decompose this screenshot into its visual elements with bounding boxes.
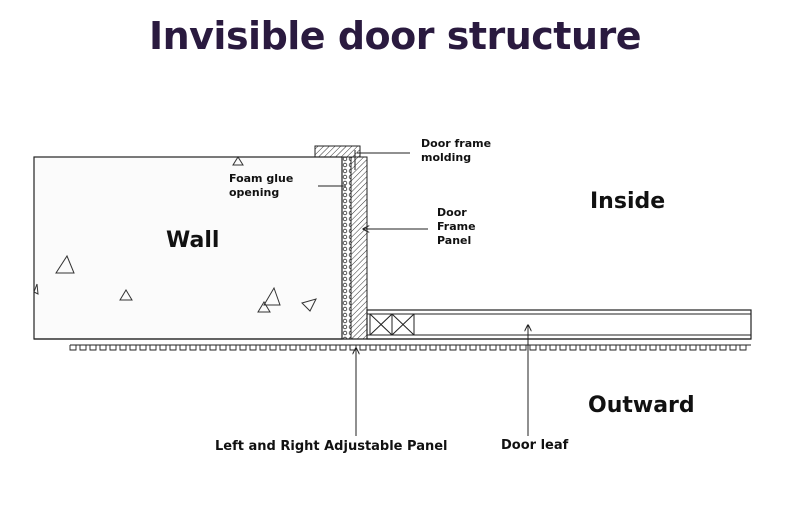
door-frame-molding-label-line2: molding — [421, 151, 472, 164]
door-frame-molding-label-line1: Door frame — [421, 137, 492, 150]
wall-block — [33, 156, 343, 340]
leader-lines — [318, 152, 528, 436]
foam-glue-opening-label-line2: opening — [229, 186, 280, 199]
foam-glue-layer — [341, 156, 352, 340]
outward-label: Outward — [588, 393, 695, 418]
wall-label: Wall — [166, 228, 220, 253]
door-frame-panel-label-line2: Frame — [437, 220, 476, 233]
foam-glue-opening-label: Foam glue opening — [229, 172, 293, 200]
diagram-title: Invisible door structure — [148, 14, 642, 58]
inside-label: Inside — [590, 189, 666, 214]
door-frame-panel-label: Door Frame Panel — [437, 206, 476, 248]
door-frame-panel-label-line3: Panel — [437, 234, 472, 247]
door-leaf — [366, 309, 752, 340]
door-frame-panel-label-line1: Door — [437, 206, 467, 219]
floor-strip — [34, 338, 751, 351]
door-frame-panel — [350, 156, 368, 340]
door-frame-molding-label: Door frame molding — [421, 137, 491, 165]
door-leaf-label: Door leaf — [501, 438, 569, 453]
foam-glue-opening-label-line1: Foam glue — [229, 172, 294, 185]
door-frame-molding — [314, 145, 361, 158]
adjustable-panel-label: Left and Right Adjustable Panel — [215, 439, 448, 454]
